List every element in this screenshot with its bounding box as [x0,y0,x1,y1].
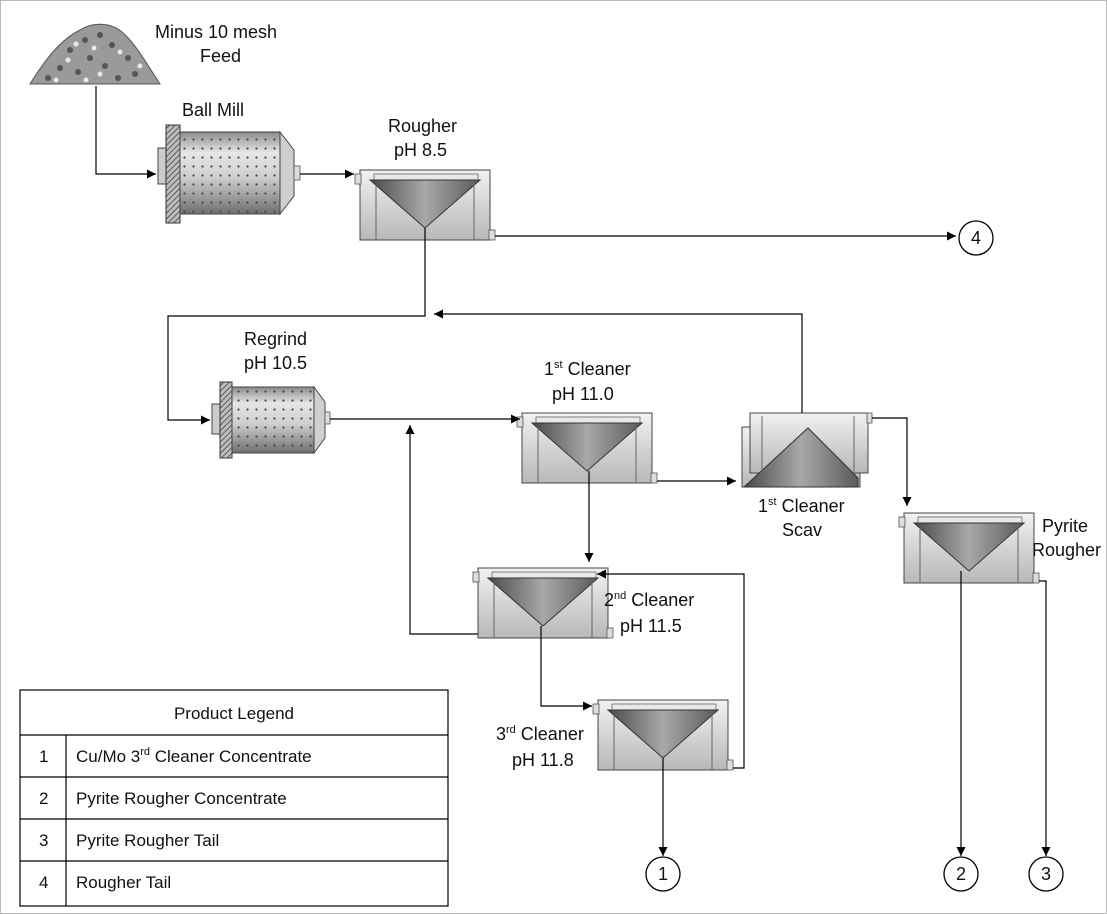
cleaner2-flotation-cell [472,567,614,639]
regrind-label-line2: pH 10.5 [244,353,307,373]
legend-row-text: Cu/Mo 3rd Cleaner Concentrate [76,746,312,766]
legend-row-3: 3 Pyrite Rougher Tail [39,831,219,850]
flow-cleaner3-return [597,569,745,769]
flow-rougher-to-regrind [167,228,426,425]
feed-pile-icon [29,23,161,85]
pyrite-label-line1: Pyrite [1042,516,1088,536]
product-marker-1: 1 [645,856,681,892]
cleaner3-label-line1: 3rd Cleaner [496,724,584,744]
legend-row-number: 3 [39,831,48,850]
feed-label-line2: Feed [200,46,241,66]
regrind-mill-icon [211,381,331,459]
legend-row-text: Pyrite Rougher Concentrate [76,789,287,808]
pyrite-label-line2: Rougher [1032,540,1101,560]
legend-row-1: 1 Cu/Mo 3rd Cleaner Concentrate [39,746,312,766]
product-marker-3: 3 [1028,856,1064,892]
legend-title: Product Legend [174,704,294,723]
flow-scav-to-pyrite [872,417,912,506]
rougher-label-line2: pH 8.5 [394,140,447,160]
feed-label-line1: Minus 10 mesh [155,22,277,42]
svg-text:1: 1 [658,864,668,884]
legend-row-4: 4 Rougher Tail [39,873,171,892]
flow-to-product-3 [1039,580,1051,856]
legend-row-number: 2 [39,789,48,808]
pyrite-rougher-cell [898,512,1040,584]
svg-text:2: 2 [956,864,966,884]
cleaner1-label-line1: 1st Cleaner [544,359,631,379]
svg-text:4: 4 [971,228,981,248]
ball-mill-label: Ball Mill [182,100,244,120]
cleaner3-label-line2: pH 11.8 [512,750,574,770]
svg-text:3: 3 [1041,864,1051,884]
cleaner-scavenger-cell [741,412,873,488]
regrind-label-line1: Regrind [244,329,307,349]
rougher-label-line1: Rougher [388,116,457,136]
cleaner1-label-line2: pH 11.0 [552,384,614,404]
product-legend-table [19,689,449,907]
legend-row-2: 2 Pyrite Rougher Concentrate [39,789,287,808]
flow-feed-to-mill [95,86,156,179]
legend-row-text: Rougher Tail [76,873,171,892]
cleaner1-flotation-cell [516,412,658,484]
legend-row-text: Pyrite Rougher Tail [76,831,219,850]
flow-lines [95,86,1051,856]
flow-scav-return [434,309,803,413]
scav-label-line2: Scav [782,520,822,540]
flow-cleaner2-to-cleaner3 [540,626,592,711]
scav-label-line1: 1st Cleaner [758,496,845,516]
legend-row-number: 4 [39,873,48,892]
legend-row-number: 1 [39,747,48,766]
product-marker-4: 4 [958,220,994,256]
cleaner2-label-line1: 2nd Cleaner [604,590,694,610]
flow-cleaner2-return [405,425,478,635]
product-marker-2: 2 [943,856,979,892]
ball-mill-icon [157,124,301,224]
cleaner2-label-line2: pH 11.5 [620,616,682,636]
